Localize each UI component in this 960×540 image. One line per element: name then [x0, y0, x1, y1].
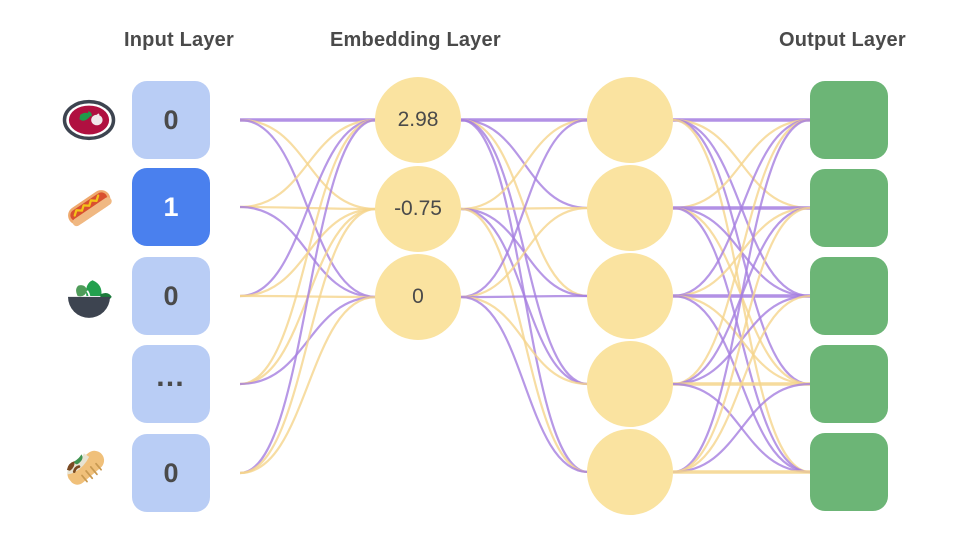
connection-line — [672, 382, 811, 474]
connection-line — [672, 206, 811, 474]
layer-title-input: Input Layer — [124, 29, 234, 51]
input-row: … — [60, 341, 245, 427]
output-cell[interactable] — [810, 169, 888, 247]
connection-line — [239, 118, 377, 298]
connection-line — [460, 206, 589, 211]
connection-line — [239, 118, 377, 299]
connection-line — [672, 294, 811, 386]
connection-line — [672, 206, 811, 298]
input-cell[interactable]: 0 — [132, 434, 210, 512]
connection-line — [460, 118, 589, 474]
connection-line — [460, 206, 589, 299]
output-cell[interactable] — [810, 433, 888, 511]
input-row: 0 — [60, 77, 245, 163]
input-cell[interactable]: 0 — [132, 81, 210, 159]
green-salad-icon — [60, 267, 118, 325]
none — [60, 355, 118, 413]
layer-title-output: Output Layer — [779, 29, 906, 51]
connection-line — [672, 294, 811, 474]
connection-line — [672, 118, 811, 298]
connection-line — [672, 118, 811, 386]
hidden-neuron[interactable] — [587, 429, 673, 515]
connection-line — [460, 207, 589, 386]
connection-line — [239, 295, 377, 386]
output-cell[interactable] — [810, 345, 888, 423]
input-row: 1 — [60, 164, 245, 250]
input-cell[interactable]: … — [132, 345, 210, 423]
embedding-neuron[interactable]: 2.98 — [375, 77, 461, 163]
connection-line — [672, 118, 811, 386]
connection-line — [460, 294, 589, 299]
connection-line — [460, 118, 589, 299]
connection-line — [672, 118, 811, 474]
connection-line — [239, 207, 377, 386]
hot-dog-icon — [60, 178, 118, 236]
hidden-neuron[interactable] — [587, 165, 673, 251]
input-row: 0 — [60, 430, 245, 516]
burrito-icon — [60, 444, 118, 502]
connection-line — [460, 207, 589, 298]
connection-line — [672, 118, 811, 298]
connection-line — [460, 295, 589, 386]
connection-line — [460, 295, 589, 474]
hidden-neuron[interactable] — [587, 253, 673, 339]
connection-line — [672, 206, 811, 386]
output-cell[interactable] — [810, 81, 888, 159]
connection-line — [239, 205, 377, 299]
embedding-neuron[interactable]: 0 — [375, 254, 461, 340]
bowl-of-soup-icon — [60, 91, 118, 149]
connection-line — [672, 206, 811, 386]
connection-line — [239, 295, 377, 475]
connection-line — [239, 205, 377, 211]
connection-line — [239, 294, 377, 299]
input-cell[interactable]: 0 — [132, 257, 210, 335]
connection-line — [460, 118, 589, 298]
connection-line — [239, 207, 377, 475]
input-row: 0 — [60, 253, 245, 339]
connection-line — [239, 118, 377, 211]
connection-line — [672, 382, 811, 474]
layer-title-embedding: Embedding Layer — [330, 29, 501, 51]
input-cell-active[interactable]: 1 — [132, 168, 210, 246]
connection-line — [672, 118, 811, 474]
connection-line — [672, 206, 811, 298]
embedding-neuron[interactable]: -0.75 — [375, 166, 461, 252]
connection-line — [460, 118, 589, 211]
connection-line — [239, 118, 377, 475]
connection-line — [239, 118, 377, 386]
connection-line — [460, 118, 589, 210]
connection-line — [672, 206, 811, 474]
output-cell[interactable] — [810, 257, 888, 335]
connection-line — [672, 118, 811, 210]
connection-line — [460, 118, 589, 386]
connection-line — [672, 294, 811, 386]
connection-line — [460, 207, 589, 474]
connection-line — [672, 294, 811, 474]
connection-line — [239, 207, 377, 298]
hidden-neuron[interactable] — [587, 77, 673, 163]
connection-line — [239, 118, 377, 209]
hidden-neuron[interactable] — [587, 341, 673, 427]
connection-line — [672, 118, 811, 210]
